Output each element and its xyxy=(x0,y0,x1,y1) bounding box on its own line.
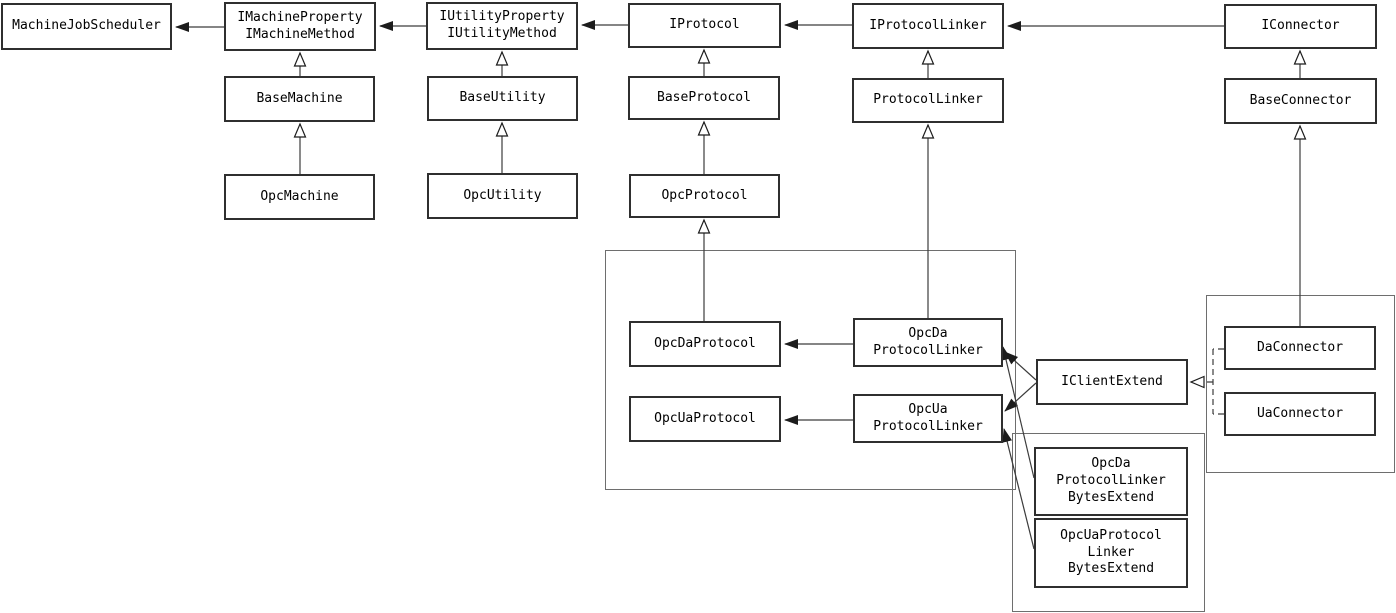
class-label-daconnector: DaConnector xyxy=(1256,339,1344,355)
class-label-opcutility: OpcUtility xyxy=(463,187,542,203)
class-box-baseutility: BaseUtility xyxy=(427,76,578,121)
class-box-iprotocol: IProtocol xyxy=(628,3,781,48)
class-box-iutilityproperty-iutilitymethod: IUtilityProperty IUtilityMethod xyxy=(426,2,578,50)
class-box-opcutility: OpcUtility xyxy=(427,173,578,219)
class-label-iconnector: IConnector xyxy=(1261,18,1340,34)
class-label-iprotocol: IProtocol xyxy=(669,17,740,33)
class-label-iclientextend: IClientExtend xyxy=(1061,373,1163,389)
association-arrow-edges xyxy=(175,20,1224,550)
class-box-iprotocollinker: IProtocolLinker xyxy=(852,3,1004,49)
class-label-opcuaprotocollinkerbytesextend: OpcUaProtocol Linker BytesExtend xyxy=(1060,527,1162,577)
class-label-baseutility: BaseUtility xyxy=(459,90,546,106)
class-label-imachineproperty-imachinemethod: IMachineProperty IMachineMethod xyxy=(237,9,363,42)
class-label-machinejobscheduler: MachineJobScheduler xyxy=(12,18,161,34)
package-boundary-opc-protocol-group xyxy=(605,250,1016,490)
class-label-opcdaprotocol: OpcDaProtocol xyxy=(654,335,756,351)
class-box-opcmachine: OpcMachine xyxy=(224,174,375,220)
class-box-protocollinker: ProtocolLinker xyxy=(852,78,1004,123)
class-box-opcdaprotocollinker: OpcDa ProtocolLinker xyxy=(853,318,1003,367)
realization-dashed-edges xyxy=(1189,348,1224,415)
class-box-opcuaprotocollinkerbytesextend: OpcUaProtocol Linker BytesExtend xyxy=(1034,518,1188,588)
class-box-opcdaprotocollinkerbytesextend: OpcDa ProtocolLinker BytesExtend xyxy=(1034,447,1188,516)
inheritance-edges xyxy=(293,48,1307,326)
class-box-basemachine: BaseMachine xyxy=(224,76,375,122)
class-box-machinejobscheduler: MachineJobScheduler xyxy=(1,3,172,50)
class-label-opcdaprotocollinkerbytesextend: OpcDa ProtocolLinker BytesExtend xyxy=(1056,456,1166,505)
edge-opcuabytesextend-to-opcuaprotocollinker xyxy=(1002,428,1035,550)
class-box-baseprotocol: BaseProtocol xyxy=(628,76,780,120)
class-box-daconnector: DaConnector xyxy=(1224,326,1376,370)
class-label-opcuaprotocol: OpcUaProtocol xyxy=(654,410,756,426)
edge-iclientextend-to-opcuaprotocollinker xyxy=(1004,382,1037,412)
class-box-iconnector: IConnector xyxy=(1224,4,1377,49)
class-box-imachineproperty-imachinemethod: IMachineProperty IMachineMethod xyxy=(224,2,376,51)
class-label-protocollinker: ProtocolLinker xyxy=(873,92,983,108)
class-box-opcprotocol: OpcProtocol xyxy=(629,174,780,218)
class-label-uaconnector: UaConnector xyxy=(1256,405,1344,421)
edge-opcdabytesextend-to-opcdaprotocollinker xyxy=(1001,346,1035,479)
class-label-basemachine: BaseMachine xyxy=(256,90,343,106)
class-label-opcprotocol: OpcProtocol xyxy=(661,187,748,203)
class-box-baseconnector: BaseConnector xyxy=(1224,78,1377,124)
class-box-opcuaprotocollinker: OpcUa ProtocolLinker xyxy=(853,394,1003,443)
class-label-baseprotocol: BaseProtocol xyxy=(657,89,751,105)
class-label-opcmachine: OpcMachine xyxy=(260,188,339,204)
class-box-uaconnector: UaConnector xyxy=(1224,392,1376,436)
package-boundary-bytes-extend-group xyxy=(1012,433,1205,612)
class-label-iutilityproperty-iutilitymethod: IUtilityProperty IUtilityMethod xyxy=(439,9,565,41)
class-box-iclientextend: IClientExtend xyxy=(1036,359,1188,405)
class-box-opcuaprotocol: OpcUaProtocol xyxy=(629,396,781,442)
class-label-iprotocollinker: IProtocolLinker xyxy=(869,17,987,33)
class-label-opcdaprotocollinker: OpcDa ProtocolLinker xyxy=(873,325,983,358)
class-label-opcuaprotocollinker: OpcUa ProtocolLinker xyxy=(873,401,983,434)
class-label-baseconnector: BaseConnector xyxy=(1249,92,1352,108)
class-box-opcdaprotocol: OpcDaProtocol xyxy=(629,321,781,367)
